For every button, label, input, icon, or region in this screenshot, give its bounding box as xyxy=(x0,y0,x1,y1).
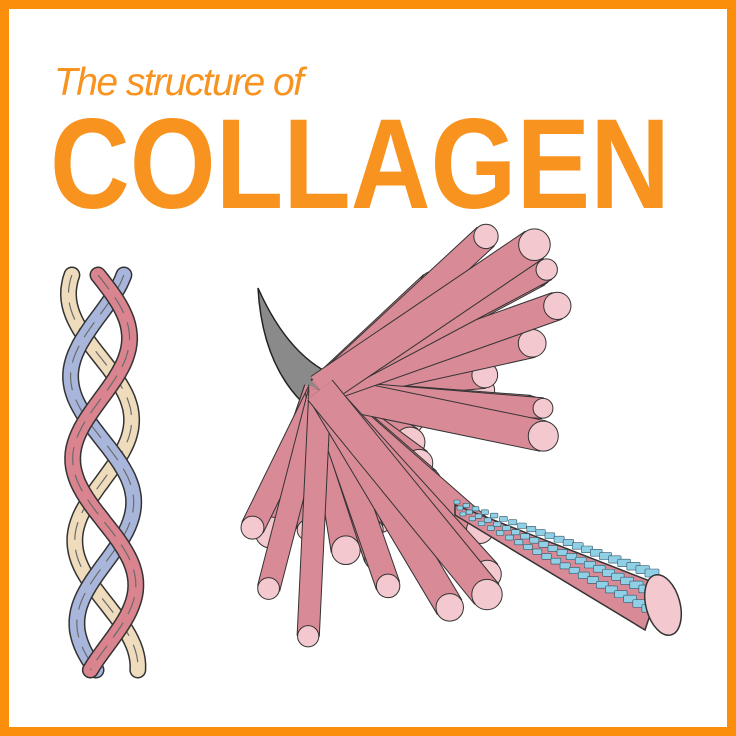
fibril-illustration xyxy=(453,499,683,637)
fibril-molecule xyxy=(502,525,511,532)
fibril-molecule xyxy=(511,529,521,536)
fibril-molecule xyxy=(508,519,518,526)
fibril-molecule xyxy=(462,502,470,508)
fibril-molecule xyxy=(568,567,581,575)
fibril-molecule xyxy=(483,517,492,523)
fibril-molecule xyxy=(538,541,549,548)
fibril-molecule xyxy=(477,520,486,526)
fiber-rod-end xyxy=(375,573,401,599)
fibril-molecule xyxy=(459,511,467,517)
fibril-molecule xyxy=(499,516,508,522)
fiber-rod-end xyxy=(297,625,320,648)
fibril-molecule xyxy=(465,509,473,515)
fibril-molecule xyxy=(514,539,524,546)
triple-helix-illustration xyxy=(59,266,147,679)
fibril-molecule xyxy=(480,509,489,515)
fiber-rod-end xyxy=(471,578,503,611)
fibril-molecule xyxy=(584,561,596,569)
fibril-molecule xyxy=(526,525,537,533)
fibril-molecule xyxy=(493,521,502,527)
fiber-rod-end xyxy=(527,420,559,452)
fiber-rod xyxy=(297,389,331,637)
fiber-rod-end xyxy=(331,535,361,566)
fibril-molecule xyxy=(505,534,514,541)
fibril-molecule xyxy=(544,532,556,540)
fiber-rod-end xyxy=(532,397,554,419)
fibril-molecule xyxy=(471,506,480,512)
fiber-rod-end xyxy=(473,223,499,250)
fibril-molecule xyxy=(529,537,540,544)
fiber-rod xyxy=(308,380,499,605)
fibril-end xyxy=(643,573,683,637)
main-title: COLLAGEN xyxy=(50,93,670,236)
fibril-molecule xyxy=(486,525,495,531)
fibril-molecule xyxy=(490,512,499,519)
fibril-molecule xyxy=(523,544,533,550)
fibril-molecule xyxy=(453,499,461,505)
fiber-rod-end xyxy=(257,577,280,600)
fiber-rod-end xyxy=(518,228,551,261)
fibril-molecule xyxy=(593,564,606,573)
subtitle: The structure of xyxy=(54,61,308,104)
fibril-molecule xyxy=(496,530,505,536)
fibril-molecule xyxy=(550,557,562,565)
fiber-bundle-illustration xyxy=(240,223,572,648)
fiber-rod xyxy=(311,231,544,404)
fibril-molecule xyxy=(556,549,568,556)
fibril-molecule xyxy=(474,513,483,519)
helix-strand-detail xyxy=(70,274,135,671)
fibril-molecule xyxy=(559,562,571,570)
fibril-molecule xyxy=(547,545,559,552)
fibril-molecule xyxy=(468,516,476,522)
fiber-rod-end xyxy=(543,291,572,320)
fibril-molecule xyxy=(456,505,464,511)
fibril-molecule xyxy=(517,522,527,529)
fibril-molecule xyxy=(596,580,609,589)
fibril-molecule xyxy=(577,571,590,579)
fiber-rod-end xyxy=(435,593,464,622)
fibril-molecule xyxy=(565,553,578,561)
fibril-molecule xyxy=(520,533,530,540)
fibril-molecule xyxy=(535,529,546,536)
fiber-rod xyxy=(316,375,547,451)
fibril-molecule xyxy=(541,553,552,560)
fibril-molecule xyxy=(587,576,599,584)
fiber-rod-end xyxy=(535,258,558,281)
fibril-molecule xyxy=(532,548,543,555)
helix-strand-detail xyxy=(72,274,137,671)
fiber-rod-end xyxy=(240,515,265,540)
fibril-molecule xyxy=(553,535,565,543)
fibril-molecule xyxy=(574,557,587,565)
